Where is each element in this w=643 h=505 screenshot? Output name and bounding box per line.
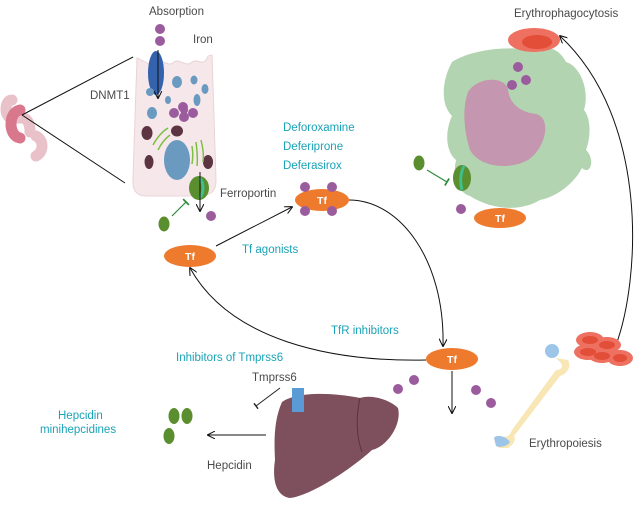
- transferrin-left: Tf: [164, 245, 216, 267]
- liver-icon: [274, 388, 399, 498]
- enterocyte-cell: [132, 51, 217, 197]
- iron-particle: [155, 24, 165, 34]
- zoom-line-top: [21, 56, 134, 116]
- drug-tmprss6-inhibitors: Inhibitors of Tmprss6: [176, 352, 284, 364]
- zoom-line-bottom: [21, 114, 126, 184]
- tf-delivery-arrow: [348, 199, 443, 346]
- transferrin-receptor-site: Tf: [426, 348, 478, 370]
- hepcidin-inhibition: [171, 198, 190, 217]
- erythropoiesis-label: Erythropoiesis: [529, 438, 602, 450]
- hepcidin-molecule: [163, 428, 175, 444]
- macrophage-cell: [443, 48, 592, 208]
- hepcidin-molecule: [413, 155, 425, 171]
- hepcidin-label: Hepcidin: [207, 460, 252, 472]
- drug-tf-agonists: Tf agonists: [242, 244, 299, 256]
- iron-particle: [456, 204, 466, 214]
- tmprss6-protein: [292, 388, 304, 412]
- macrophage-nucleus: [464, 79, 546, 166]
- absorption-label: Absorption: [149, 6, 204, 18]
- drug-deferiprone: Deferiprone: [283, 141, 344, 153]
- tf-recycle-arrow: [190, 268, 427, 361]
- svg-text:Tf: Tf: [495, 213, 505, 225]
- drug-tfr-inhibitors: TfR inhibitors: [331, 325, 399, 337]
- rbc-cluster: [574, 332, 633, 366]
- intestine-icon: [0, 94, 48, 162]
- hepcidin-inhibition: [426, 169, 450, 187]
- drug-deferasirox: Deferasirox: [283, 160, 342, 172]
- bone-icon: [494, 344, 570, 448]
- ferroportin-macrophage: [453, 165, 471, 191]
- dnmt1-label: DNMT1: [90, 90, 130, 102]
- transferrin-loaded: Tf: [295, 182, 349, 216]
- drug-deforoxamine: Deforoxamine: [283, 122, 355, 134]
- svg-text:Tf: Tf: [317, 195, 327, 207]
- iron-particle: [155, 36, 165, 46]
- tmprss6-inhibition: [253, 387, 281, 410]
- svg-text:Tf: Tf: [447, 354, 457, 366]
- ferroportin-label: Ferroportin: [220, 188, 277, 200]
- erythrophagocytosis-arrow: [560, 36, 634, 346]
- iron-particle: [393, 384, 403, 394]
- tf-loading-arrow: [215, 207, 292, 247]
- hepcidin-molecule: [181, 408, 193, 424]
- dmt1-transporter: [148, 51, 164, 95]
- iron-label: Iron: [193, 34, 213, 46]
- drug-minihepcidines: minihepcidines: [40, 424, 117, 436]
- drug-hepcidin: Hepcidin: [58, 410, 103, 422]
- iron-particle: [471, 385, 481, 395]
- iron-particle: [409, 375, 419, 385]
- iron-particle: [486, 398, 496, 408]
- hepcidin-molecule: [168, 408, 180, 424]
- svg-text:Tf: Tf: [185, 251, 195, 263]
- iron-particle: [206, 211, 216, 221]
- transferrin-macrophage: Tf: [474, 208, 526, 228]
- tmprss6-label: Tmprss6: [252, 372, 297, 384]
- erythrophagocytosis-label: Erythrophagocytosis: [514, 8, 619, 20]
- ferroportin-enterocyte: [189, 176, 209, 200]
- hepcidin-molecule: [158, 216, 170, 232]
